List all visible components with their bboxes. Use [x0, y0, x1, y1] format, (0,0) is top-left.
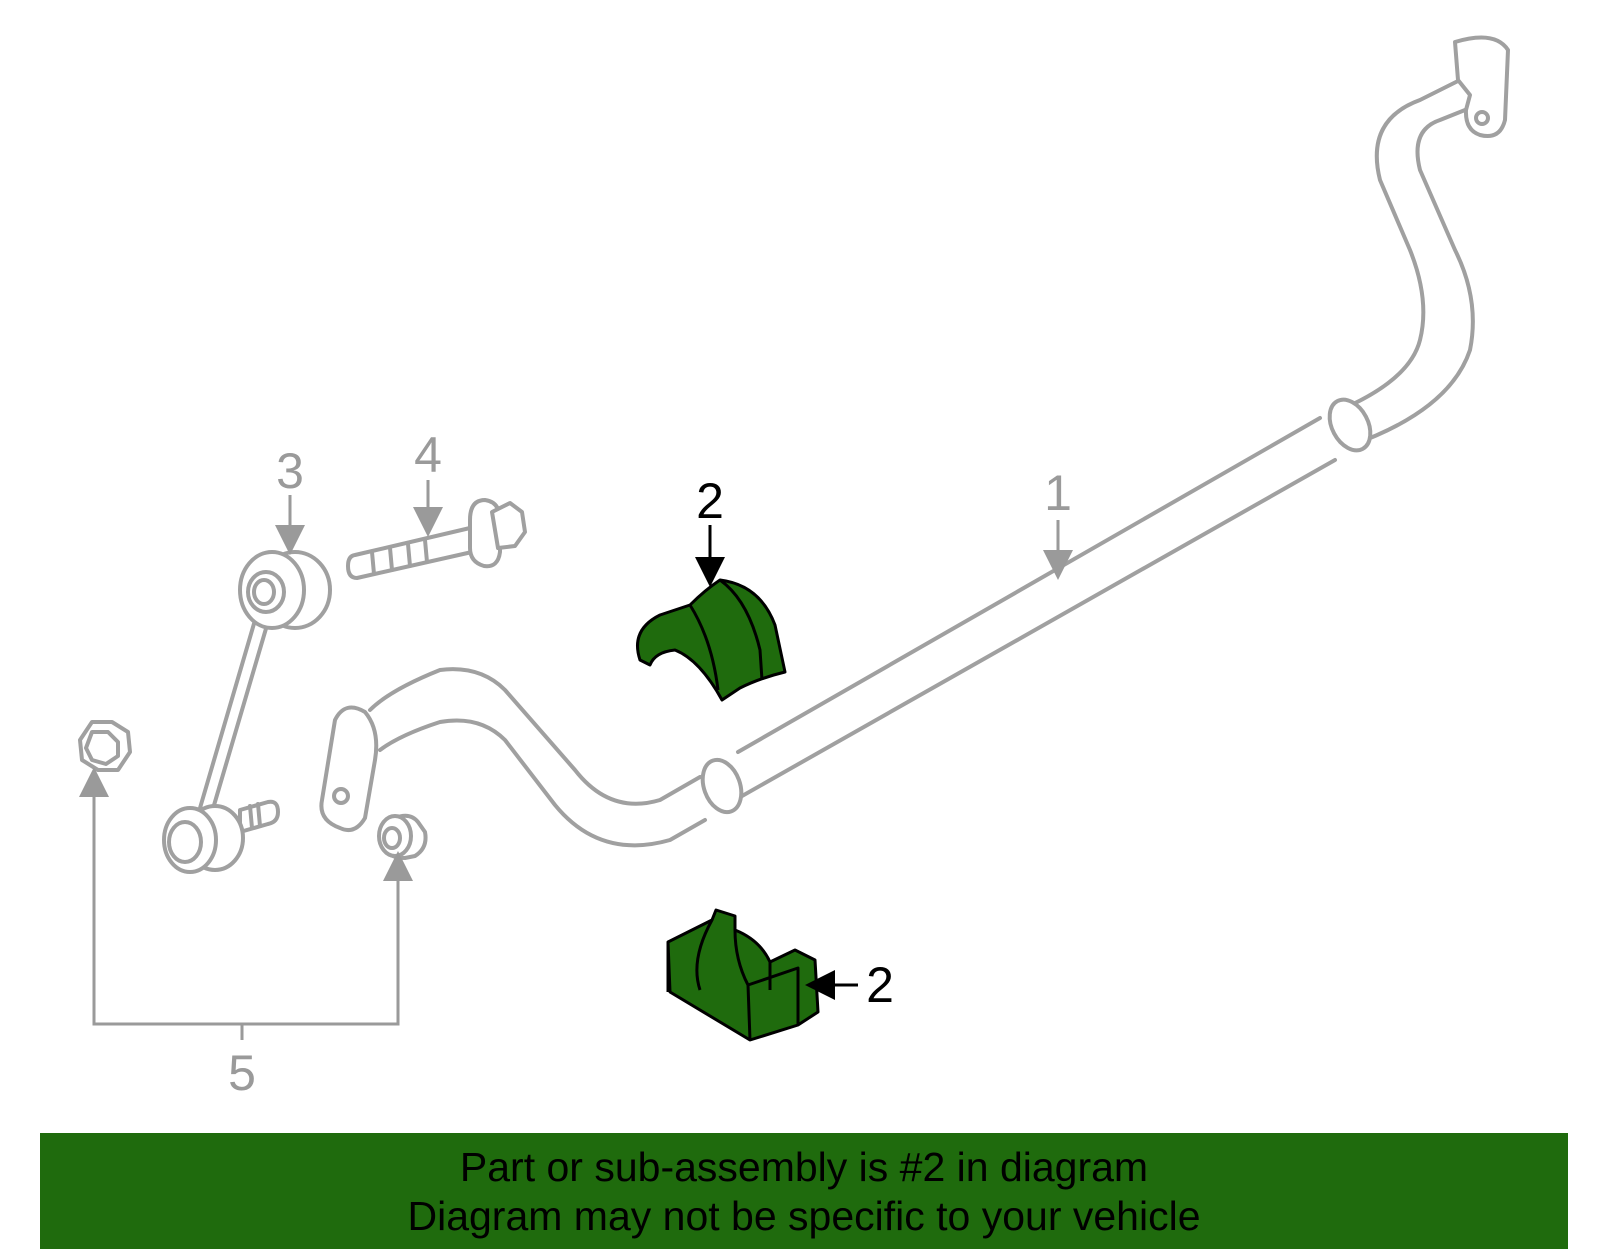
callout-5: 5	[228, 1045, 256, 1101]
bushing-lower[interactable]	[666, 908, 820, 1042]
banner-line-2: Diagram may not be specific to your vehi…	[407, 1193, 1201, 1239]
bolt	[346, 498, 527, 580]
leader-5-bracket	[92, 786, 400, 1026]
stabilizer-bar	[319, 35, 1510, 848]
callout-2-upper: 2	[696, 473, 724, 529]
nut-right	[377, 813, 428, 860]
callout-2-lower: 2	[866, 957, 894, 1013]
info-banner: Part or sub-assembly is #2 in diagram Di…	[40, 1133, 1568, 1249]
callout-3: 3	[276, 443, 304, 499]
callout-4: 4	[414, 427, 442, 483]
stabilizer-link	[162, 550, 332, 874]
bushing-upper[interactable]	[636, 578, 787, 702]
banner-line-1: Part or sub-assembly is #2 in diagram	[459, 1144, 1149, 1190]
nut-left	[78, 720, 132, 772]
callout-1: 1	[1044, 465, 1072, 521]
